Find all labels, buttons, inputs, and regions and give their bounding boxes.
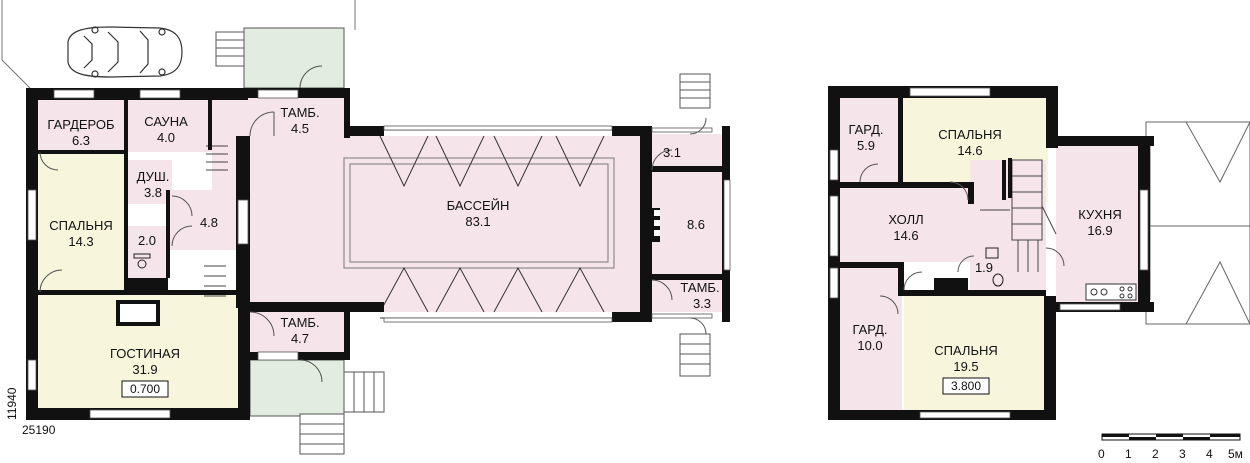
plan-ground-floor: ГАРДЕРОБ 6.3 САУНА 4.0 ТАМБ. 4.5 ДУШ. 3.… [1,0,731,455]
site-boundary [1,0,31,89]
scale-tick-5: 5м [1228,447,1243,461]
room-area-hall: 14.6 [893,228,918,243]
room-area-31: 3.1 [663,145,681,160]
scale-bar: 0 1 2 3 4 5м [1098,433,1243,461]
room-area-shower: 3.8 [144,185,162,200]
room-name-vestibule-right: ТАМБ. [680,280,719,295]
room-name-vestibule-top: ТАМБ. [280,105,319,120]
room-area-pool: 83.1 [465,214,490,229]
level-box-2 [942,377,990,395]
room-area-wc: 2.0 [138,233,156,248]
room-area-vestibule-bottom: 4.7 [291,331,309,346]
scale-tick-4: 4 [1206,447,1213,461]
scale-tick-1: 1 [1125,447,1132,461]
scale-tick-0: 0 [1098,447,1105,461]
scale-tick-3: 3 [1179,447,1186,461]
room-area-vestibule-top: 4.5 [291,121,309,136]
room-area-gard1: 5.9 [857,138,875,153]
room-area-bed1: 14.6 [957,143,982,158]
room-name-bed2: СПАЛЬНЯ [934,343,998,358]
room-area-86: 8.6 [687,217,705,232]
room-area-gard2: 10.0 [857,338,882,353]
dimension-width: 25190 [22,423,56,437]
room-name-shower: ДУШ. [137,169,170,184]
room-name-bed1: СПАЛЬНЯ [938,127,1002,142]
room-name-gard2: ГАРД. [852,322,887,337]
room-name-vestibule-bottom: ТАМБ. [280,315,319,330]
room-area-vestibule-right: 3.3 [693,296,711,311]
room-area-bed2: 19.5 [953,359,978,374]
room-name-living: ГОСТИНАЯ [110,346,180,361]
level-mark-1: 0.700 [130,382,160,396]
room-area-bedroom: 14.3 [68,234,93,249]
room-name-sauna: САУНА [144,114,188,129]
room-name-pool: БАССЕЙН [447,198,510,213]
car-icon [67,26,183,78]
room-name-gard1: ГАРД. [848,122,883,137]
room-area-kitchen: 16.9 [1087,223,1112,238]
room-name-wardrobe: ГАРДЕРОБ [47,117,114,132]
level-box-1 [121,380,169,398]
plan-upper-floor: ГАРД. 5.9 СПАЛЬНЯ 14.6 ХОЛЛ 14.6 КУХНЯ 1… [828,86,1250,420]
room-name-kitchen: КУХНЯ [1078,207,1121,222]
dimension-height: 11940 [5,387,19,420]
room-area-living: 31.9 [132,362,157,377]
room-area-sauna: 4.0 [157,130,175,145]
room-area-small: 4.8 [200,215,218,230]
level-mark-2: 3.800 [951,379,981,393]
room-area-wardrobe: 6.3 [72,133,90,148]
room-name-hall: ХОЛЛ [888,212,923,227]
room-name-bedroom: СПАЛЬНЯ [49,218,113,233]
scale-tick-2: 2 [1152,447,1159,461]
room-area-wc2: 1.9 [975,260,993,275]
